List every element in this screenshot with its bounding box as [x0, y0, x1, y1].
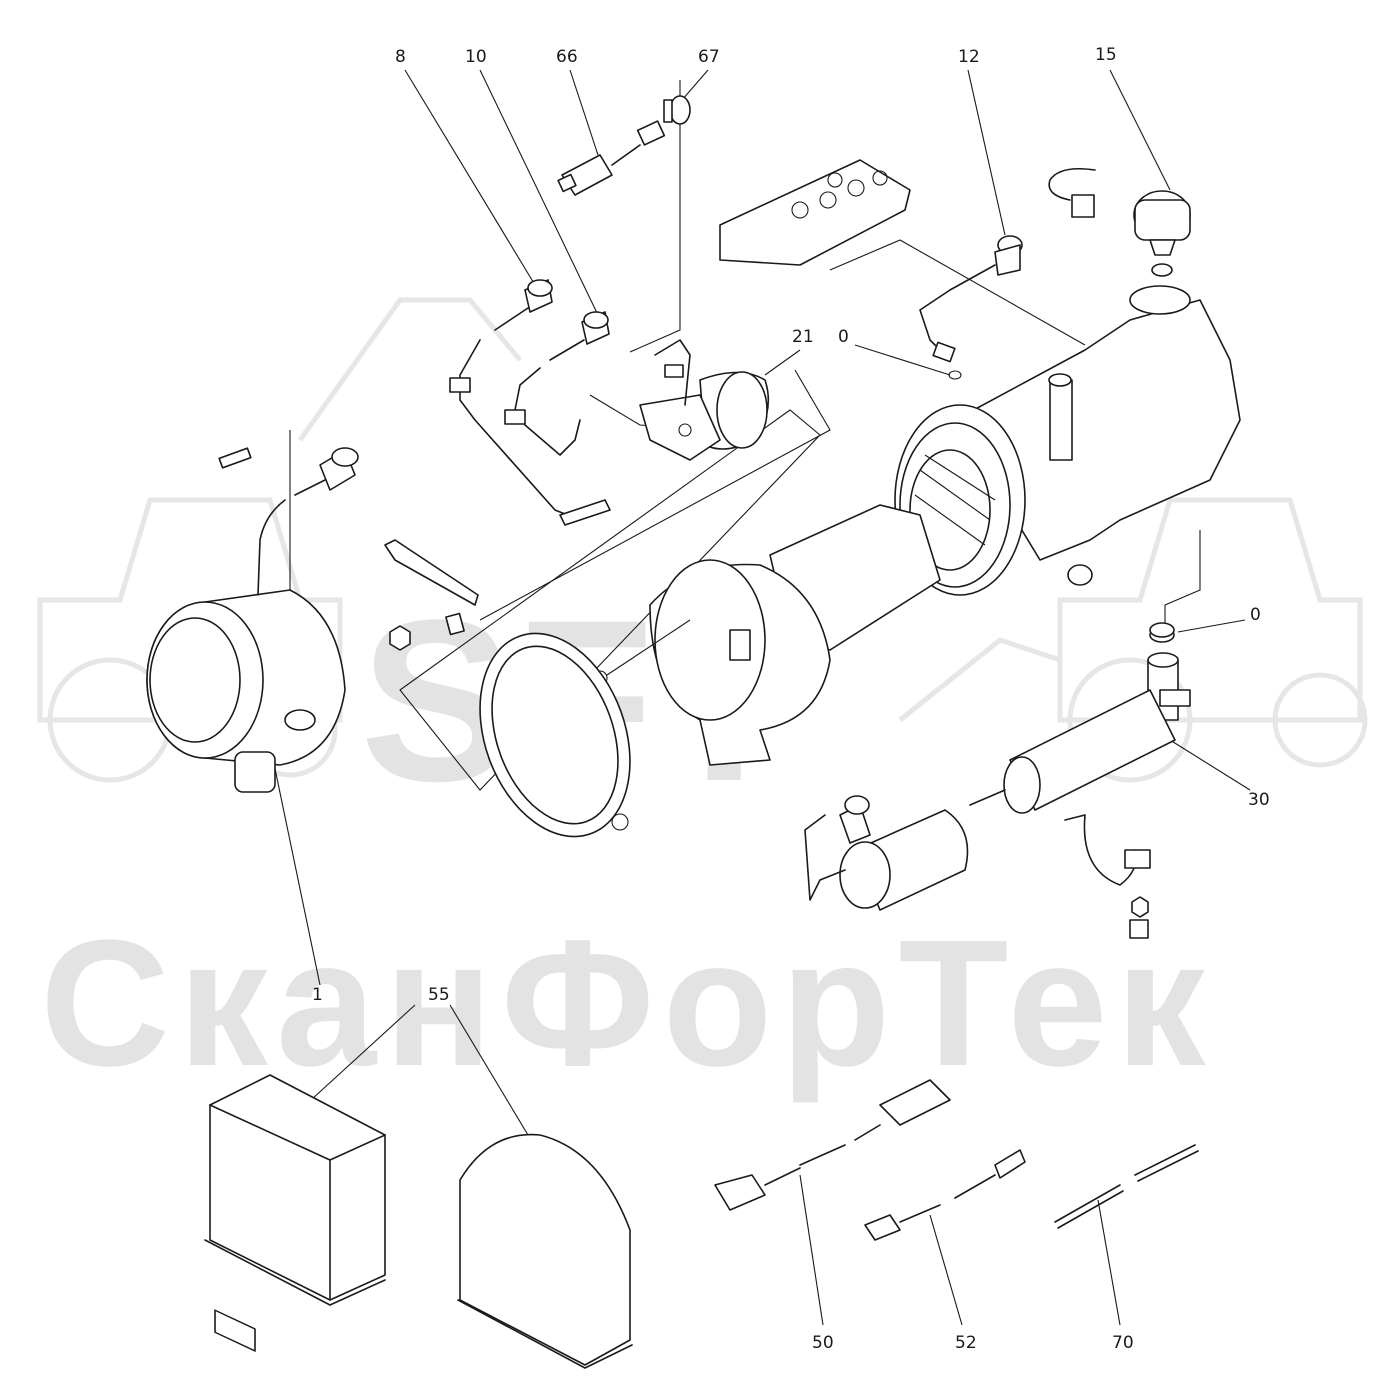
part-heat-exchanger — [894, 285, 1241, 596]
part-cover — [719, 159, 911, 266]
callout-12: 12 — [958, 47, 980, 67]
callout-55: 55 — [428, 985, 450, 1005]
part-temp-sensor-8 — [449, 279, 611, 526]
callout-15: 15 — [1095, 45, 1117, 65]
part-o-ring-lower — [1149, 622, 1175, 638]
part-clamp-ring — [479, 632, 631, 838]
callout-0-upper: 0 — [838, 327, 849, 347]
part-cable-52 — [864, 1149, 1026, 1241]
part-pump-15 — [1048, 167, 1191, 277]
part-control-unit-55 — [204, 1074, 386, 1352]
callout-30: 30 — [1248, 790, 1270, 810]
callout-8: 8 — [395, 47, 406, 67]
callout-10: 10 — [465, 47, 487, 67]
callout-labels: 8 10 66 67 12 15 21 0 0 30 1 55 50 52 70 — [312, 45, 1270, 1353]
callout-0-lower: 0 — [1250, 605, 1261, 625]
part-temp-sensor-10 — [504, 311, 610, 456]
part-control-unit-cover-55 — [457, 1133, 633, 1369]
callout-66: 66 — [556, 47, 578, 67]
callout-21: 21 — [792, 327, 814, 347]
callout-67: 67 — [698, 47, 720, 67]
part-fuel-sensor — [557, 95, 691, 196]
part-harness-50 — [714, 1079, 951, 1211]
part-bracket-plate — [384, 539, 479, 651]
watermark-vehicle-right — [898, 497, 1368, 783]
part-burner-head-21 — [639, 339, 770, 461]
part-water-connector-30 — [969, 627, 1191, 814]
part-strap-bracket — [1064, 814, 1151, 939]
callout-1: 1 — [312, 985, 323, 1005]
leader-lines — [267, 69, 1251, 1326]
callout-50: 50 — [812, 1333, 834, 1353]
part-fuel-pump — [804, 795, 969, 911]
part-burner-housing — [592, 504, 941, 766]
watermark-brand: СканФорТек — [40, 903, 1214, 1104]
part-blower-1 — [146, 447, 359, 793]
callout-52: 52 — [955, 1333, 977, 1353]
callout-70: 70 — [1112, 1333, 1134, 1353]
part-fuel-line-70 — [1054, 1144, 1199, 1229]
part-overheat-sensor-12 — [919, 235, 1023, 380]
